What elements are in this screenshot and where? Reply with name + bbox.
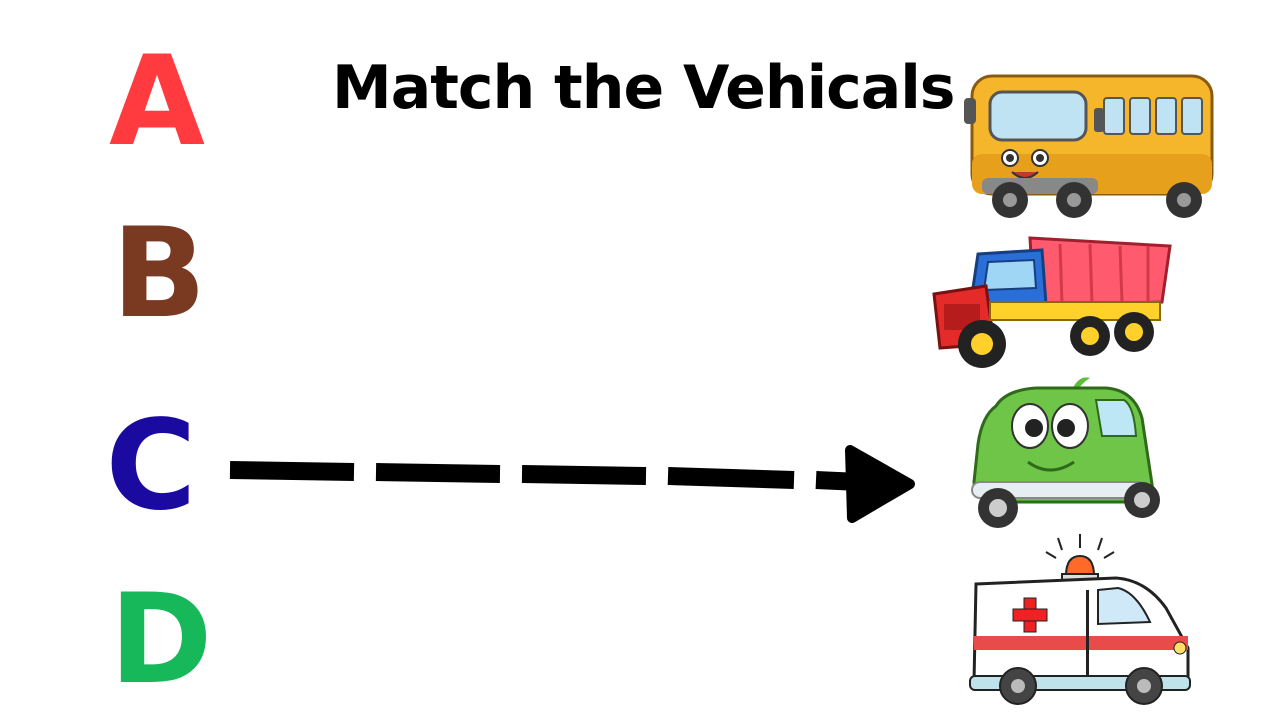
dump-truck-icon[interactable] [930, 232, 1174, 372]
arrow-dash [229, 461, 355, 481]
letter-d[interactable]: D [109, 568, 213, 712]
letter-a[interactable]: A [109, 30, 205, 174]
arrow-head [845, 445, 915, 523]
car-icon[interactable] [966, 366, 1166, 532]
letter-c[interactable]: C [105, 394, 197, 538]
letter-b[interactable]: B [111, 202, 207, 346]
arrow-dash [667, 467, 795, 489]
bus-icon[interactable] [962, 68, 1218, 222]
arrow-dash [521, 465, 647, 485]
ambulance-icon[interactable] [966, 532, 1196, 712]
match-arrow [229, 445, 915, 523]
page-title: Match the Vehicals [332, 53, 956, 123]
arrow-dash [375, 463, 501, 483]
